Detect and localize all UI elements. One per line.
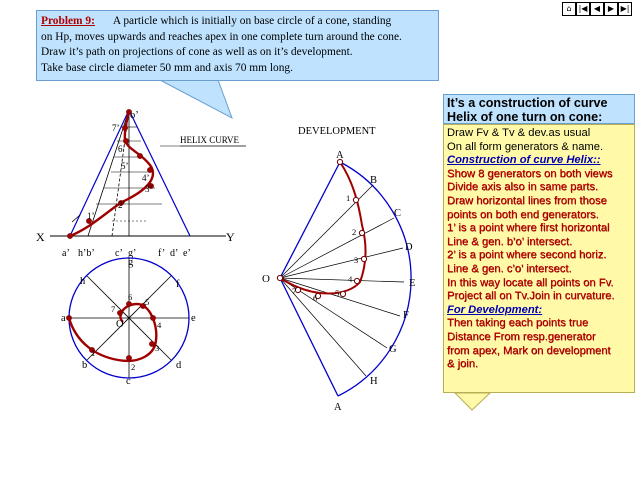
step-line: Draw horizontal lines from those	[447, 194, 607, 207]
steps-callout-tail	[453, 392, 492, 411]
last-page-icon[interactable]: ▶|	[618, 2, 632, 16]
step-line: Construction of curve Helix::	[447, 154, 601, 167]
fv-point-5-label: 5’	[121, 161, 129, 171]
step-line: & join.	[447, 358, 479, 371]
problem-callout-tail	[159, 79, 233, 120]
problem-line-2: on Hp, moves upwards and reaches apex in…	[41, 30, 402, 43]
svg-text:4: 4	[157, 320, 162, 330]
problem-line-4: Take base circle diameter 50 mm and axis…	[41, 61, 293, 74]
svg-text:a’: a’	[62, 248, 70, 259]
svg-text:g: g	[128, 257, 134, 268]
svg-text:h’b’: h’b’	[78, 248, 95, 259]
svg-text:d: d	[176, 360, 182, 371]
fv-apex-label: o’	[130, 110, 139, 121]
svg-text:c’: c’	[115, 248, 123, 259]
step-line: In this way locate all points on Fv.	[447, 276, 614, 289]
front-view-helix-points	[67, 109, 154, 239]
fv-point-6-label: 6’	[118, 144, 126, 154]
svg-text:c: c	[126, 376, 131, 387]
fv-point-4-label: 4’	[142, 173, 150, 183]
svg-text:2: 2	[131, 362, 135, 372]
dev-point-labels: 1 2 3 4 5 6 7	[292, 193, 358, 303]
svg-text:4: 4	[348, 274, 353, 284]
next-page-icon[interactable]: ▶	[604, 2, 618, 16]
step-line: For Development:	[447, 303, 543, 316]
step-line: from apex, Mark on development	[447, 344, 611, 357]
front-view-cone	[69, 109, 191, 237]
y-label: Y	[226, 230, 235, 244]
svg-text:3: 3	[354, 255, 358, 265]
svg-text:g’: g’	[128, 248, 136, 259]
step-line: Then taking each points true	[447, 317, 589, 330]
development-title: DEVELOPMENT	[298, 126, 376, 137]
svg-text:5: 5	[145, 297, 149, 307]
svg-text:3: 3	[155, 343, 159, 353]
step-line: Distance From resp.generator	[447, 330, 596, 343]
step-line: Line & gen. b’o’ intersect.	[447, 235, 573, 248]
svg-text:h: h	[80, 276, 86, 287]
fv-base-labels: a’ h’b’ c’ g’ f’ d’ e’	[62, 248, 191, 259]
step-line: Draw Fv & Tv & dev.as usual	[447, 127, 591, 139]
svg-text:E: E	[409, 278, 415, 289]
svg-text:6: 6	[313, 293, 317, 303]
step-line: points on both end generators.	[447, 208, 599, 221]
construction-title-callout: It’s a construction of curve Helix of on…	[443, 94, 635, 124]
svg-text:e’: e’	[183, 248, 191, 259]
svg-text:A: A	[334, 402, 342, 413]
svg-text:a: a	[61, 313, 66, 324]
dev-apex-label: O	[262, 273, 270, 285]
svg-text:2: 2	[352, 227, 356, 237]
svg-text:f: f	[176, 279, 180, 290]
fv-point-3-label: 3’	[145, 184, 153, 194]
svg-text:F: F	[403, 310, 409, 321]
dev-gen-labels: A B C D E F G H A	[334, 150, 415, 413]
step-line: Divide axis also in same parts.	[447, 181, 599, 194]
svg-text:G: G	[389, 344, 397, 355]
problem-statement-callout: Problem 9:A particle which is initially …	[36, 10, 439, 81]
helix-curve-label: HELIX CURVE	[180, 135, 240, 145]
svg-text:1: 1	[346, 193, 350, 203]
svg-text:1: 1	[91, 348, 95, 358]
fv-point-2-label: 2’	[118, 200, 126, 210]
svg-text:5: 5	[335, 288, 339, 298]
svg-text:7: 7	[292, 286, 296, 296]
svg-text:D: D	[405, 242, 413, 253]
step-line: Show 8 generators on both views	[447, 167, 613, 180]
svg-text:6: 6	[128, 292, 132, 302]
step-line: 1’ is a point where first horizontal	[447, 222, 610, 235]
step-line: Project all on Tv.Join in curvature.	[447, 290, 615, 303]
development-sector	[279, 161, 412, 397]
step-line: Line & gen. c’o’ intersect.	[447, 262, 572, 275]
svg-text:b: b	[82, 360, 87, 371]
svg-text:H: H	[370, 376, 378, 387]
fv-point-7-label: 7’	[112, 123, 120, 133]
svg-text:f’: f’	[158, 248, 165, 259]
svg-text:A: A	[336, 150, 344, 161]
slide-navigation: ⌂ |◀ ◀ ▶ ▶|	[562, 2, 632, 16]
svg-text:C: C	[394, 208, 401, 219]
step-line: 2’ is a point where second horiz.	[447, 249, 607, 262]
problem-label: Problem 9:	[41, 15, 95, 27]
svg-text:d’: d’	[170, 248, 178, 259]
previous-page-icon[interactable]: ◀	[590, 2, 604, 16]
x-label: X	[36, 230, 45, 244]
svg-text:7: 7	[111, 304, 115, 314]
tv-center-label: O	[116, 319, 124, 330]
development-helix-points	[276, 158, 368, 300]
step-line: On all form generators & name.	[447, 140, 604, 153]
problem-line-1: Problem 9:A particle which is initially …	[41, 15, 392, 27]
tv-point-labels: 1 2 3 4 5 6 7	[91, 292, 162, 372]
fv-point-1-label: 1’	[87, 211, 95, 221]
tv-gen-labels: a b c d e f g h	[61, 257, 196, 387]
svg-text:e: e	[191, 313, 196, 324]
first-page-icon[interactable]: |◀	[576, 2, 590, 16]
svg-text:B: B	[370, 175, 377, 186]
problem-line-3: Draw it’s path on projections of cone as…	[41, 46, 353, 58]
home-icon[interactable]: ⌂	[562, 2, 576, 16]
top-view-helix-points	[66, 301, 156, 361]
